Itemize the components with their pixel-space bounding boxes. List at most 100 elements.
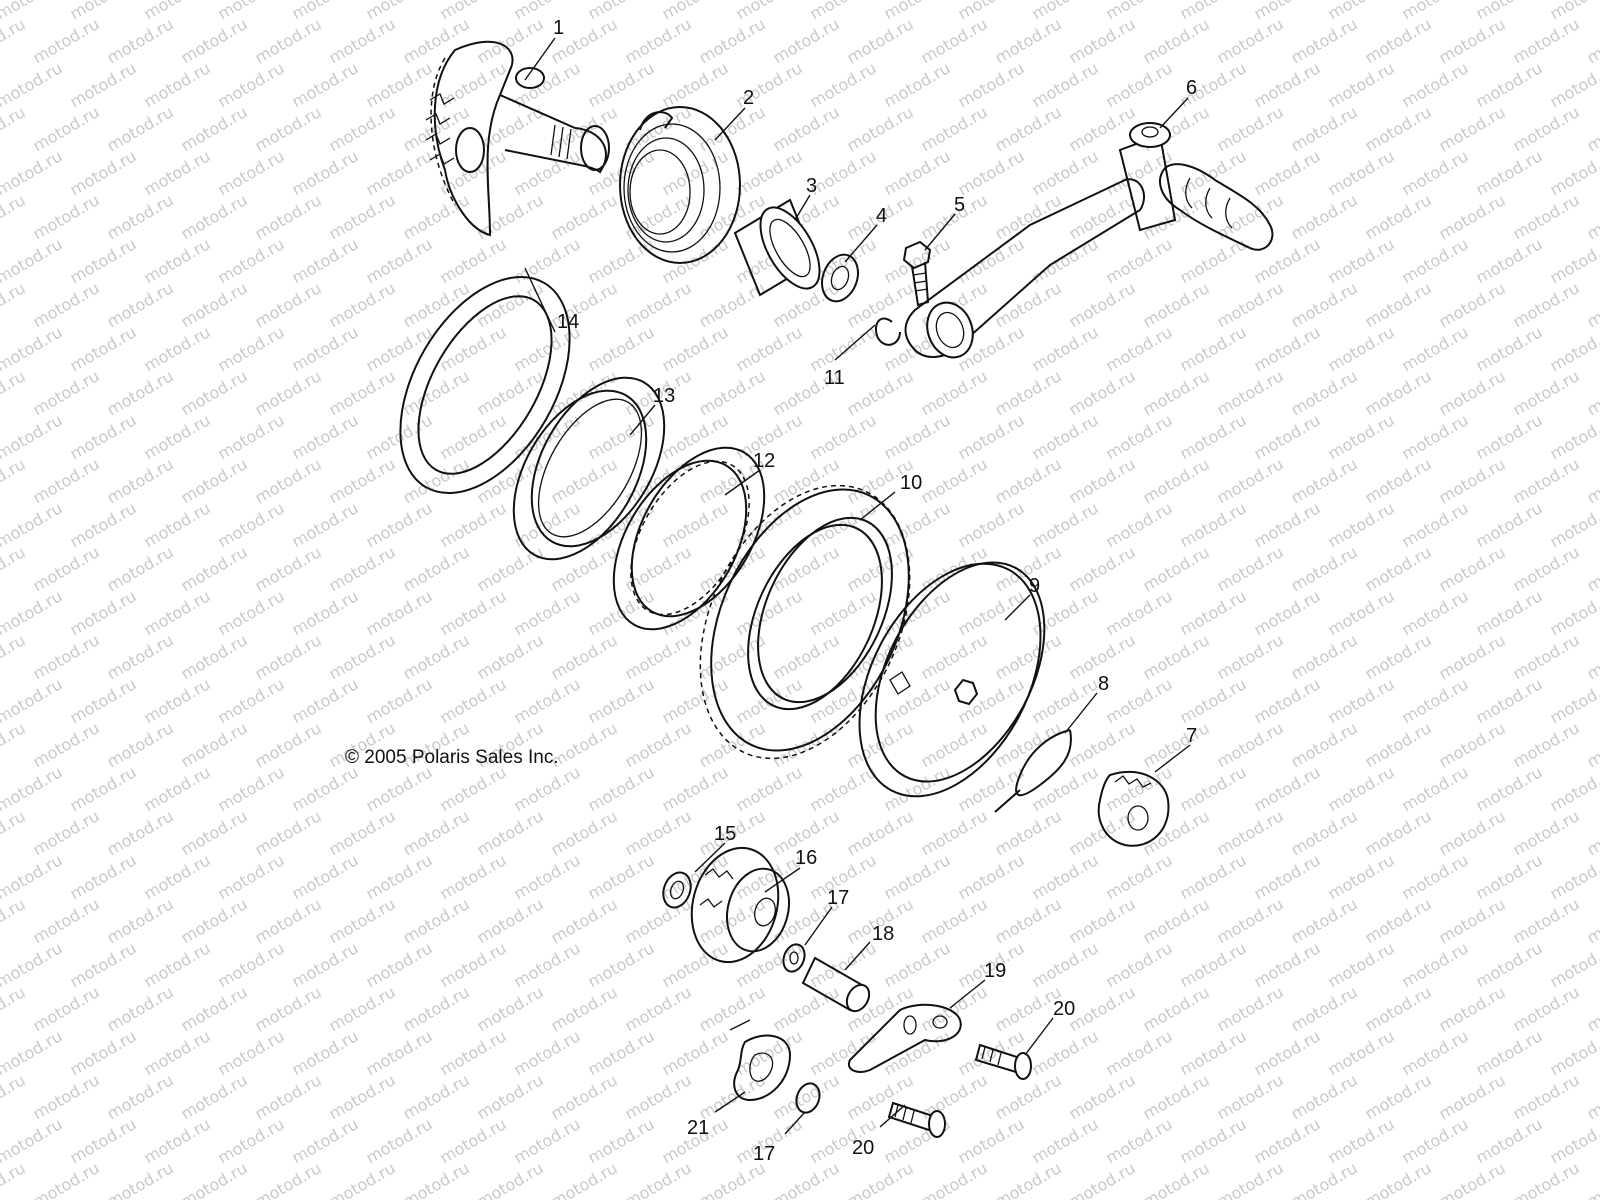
- watermark-text: motod.ru: [1066, 366, 1139, 419]
- watermark-text: motod.ru: [1029, 322, 1102, 375]
- watermark-text: motod.ru: [363, 0, 436, 23]
- watermark-text: motod.ru: [1399, 674, 1472, 727]
- part-11-circlip: [874, 317, 901, 346]
- watermark-text: motod.ru: [1029, 498, 1102, 551]
- watermark-text: motod.ru: [289, 322, 362, 375]
- watermark-text: motod.ru: [548, 630, 621, 683]
- watermark-text: motod.ru: [955, 1114, 1028, 1167]
- watermark-text: motod.ru: [1473, 58, 1546, 111]
- watermark-text: motod.ru: [0, 1026, 66, 1079]
- watermark-text: motod.ru: [0, 850, 66, 903]
- watermark-text: motod.ru: [881, 410, 954, 463]
- watermark-text: motod.ru: [0, 982, 29, 1035]
- watermark-text: motod.ru: [659, 586, 732, 639]
- watermark-text: motod.ru: [918, 454, 991, 507]
- watermark-text: motod.ru: [1029, 146, 1102, 199]
- watermark-text: motod.ru: [178, 366, 251, 419]
- watermark-text: motod.ru: [1140, 14, 1213, 67]
- callout-18: 18: [872, 923, 894, 945]
- watermark-text: motod.ru: [1362, 1158, 1435, 1200]
- watermark-text: motod.ru: [215, 1026, 288, 1079]
- watermark-text: motod.ru: [1584, 894, 1600, 947]
- watermark-text: motod.ru: [30, 894, 103, 947]
- watermark-text: motod.ru: [104, 1070, 177, 1123]
- watermark-text: motod.ru: [363, 938, 436, 991]
- watermark-text: motod.ru: [474, 806, 547, 859]
- watermark-text: motod.ru: [1103, 1114, 1176, 1167]
- watermark-text: motod.ru: [1140, 806, 1213, 859]
- watermark-text: motod.ru: [1140, 190, 1213, 243]
- watermark-text: motod.ru: [1362, 542, 1435, 595]
- watermark-text: motod.ru: [141, 850, 214, 903]
- watermark-text: motod.ru: [1584, 366, 1600, 419]
- watermark-text: motod.ru: [1029, 938, 1102, 991]
- watermark-text: motod.ru: [1140, 454, 1213, 507]
- watermark-text: motod.ru: [1436, 1158, 1509, 1200]
- watermark-text: motod.ru: [326, 14, 399, 67]
- watermark-text: motod.ru: [1177, 410, 1250, 463]
- watermark-text: motod.ru: [1103, 498, 1176, 551]
- watermark-text: motod.ru: [474, 1070, 547, 1123]
- part-15-washer: [662, 871, 692, 909]
- watermark-text: motod.ru: [1251, 1026, 1324, 1079]
- part-17-washer-lower: [795, 1082, 821, 1114]
- watermark-text: motod.ru: [141, 410, 214, 463]
- watermark-text: motod.ru: [1436, 806, 1509, 859]
- watermark-text: motod.ru: [141, 586, 214, 639]
- watermark-text: motod.ru: [1066, 278, 1139, 331]
- watermark-text: motod.ru: [0, 278, 29, 331]
- watermark-text: motod.ru: [1510, 102, 1583, 155]
- watermark-text: motod.ru: [326, 982, 399, 1035]
- watermark-text: motod.ru: [104, 542, 177, 595]
- watermark-text: motod.ru: [1029, 1114, 1102, 1167]
- watermark-text: motod.ru: [1251, 674, 1324, 727]
- watermark-text: motod.ru: [1066, 982, 1139, 1035]
- watermark-text: motod.ru: [1251, 234, 1324, 287]
- watermark-text: motod.ru: [1399, 0, 1472, 23]
- watermark-text: motod.ru: [992, 806, 1065, 859]
- watermark-text: motod.ru: [1325, 1114, 1398, 1167]
- watermark-text: motod.ru: [1510, 630, 1583, 683]
- watermark-text: motod.ru: [585, 674, 658, 727]
- watermark-text: motod.ru: [289, 410, 362, 463]
- watermark-text: motod.ru: [178, 630, 251, 683]
- watermark-text: motod.ru: [844, 102, 917, 155]
- callout-17-lower: 17: [753, 1143, 775, 1165]
- watermark-text: motod.ru: [400, 630, 473, 683]
- watermark-text: motod.ru: [30, 982, 103, 1035]
- watermark-text: motod.ru: [733, 322, 806, 375]
- watermark-text: motod.ru: [0, 894, 29, 947]
- callout-12: 12: [753, 450, 775, 472]
- watermark-text: motod.ru: [622, 806, 695, 859]
- watermark-text: motod.ru: [1029, 410, 1102, 463]
- watermark-text: motod.ru: [0, 190, 29, 243]
- watermark-text: motod.ru: [1436, 718, 1509, 771]
- watermark-text: motod.ru: [326, 454, 399, 507]
- watermark-text: motod.ru: [1436, 630, 1509, 683]
- watermark-text: motod.ru: [1399, 146, 1472, 199]
- watermark-text: motod.ru: [1436, 366, 1509, 419]
- watermark-text: motod.ru: [1251, 762, 1324, 815]
- watermark-text: motod.ru: [511, 0, 584, 23]
- watermark-text: motod.ru: [1473, 410, 1546, 463]
- watermark-text: motod.ru: [1066, 718, 1139, 771]
- watermark-text: motod.ru: [30, 102, 103, 155]
- watermark-text: motod.ru: [733, 674, 806, 727]
- watermark-text: motod.ru: [252, 806, 325, 859]
- watermark-text: motod.ru: [548, 190, 621, 243]
- watermark-text: motod.ru: [696, 982, 769, 1035]
- watermark-text: motod.ru: [955, 410, 1028, 463]
- watermark-text: motod.ru: [1214, 454, 1287, 507]
- watermark-text: motod.ru: [1436, 982, 1509, 1035]
- watermark-text: motod.ru: [918, 366, 991, 419]
- callout-15: 15: [714, 823, 736, 845]
- watermark-text: motod.ru: [992, 894, 1065, 947]
- callout-4: 4: [876, 205, 887, 227]
- watermark-text: motod.ru: [1325, 850, 1398, 903]
- watermark-text: motod.ru: [548, 894, 621, 947]
- watermark-text: motod.ru: [659, 498, 732, 551]
- watermark-text: motod.ru: [1325, 1026, 1398, 1079]
- watermark-text: motod.ru: [992, 278, 1065, 331]
- watermark-text: motod.ru: [1140, 1070, 1213, 1123]
- watermark-text: motod.ru: [548, 806, 621, 859]
